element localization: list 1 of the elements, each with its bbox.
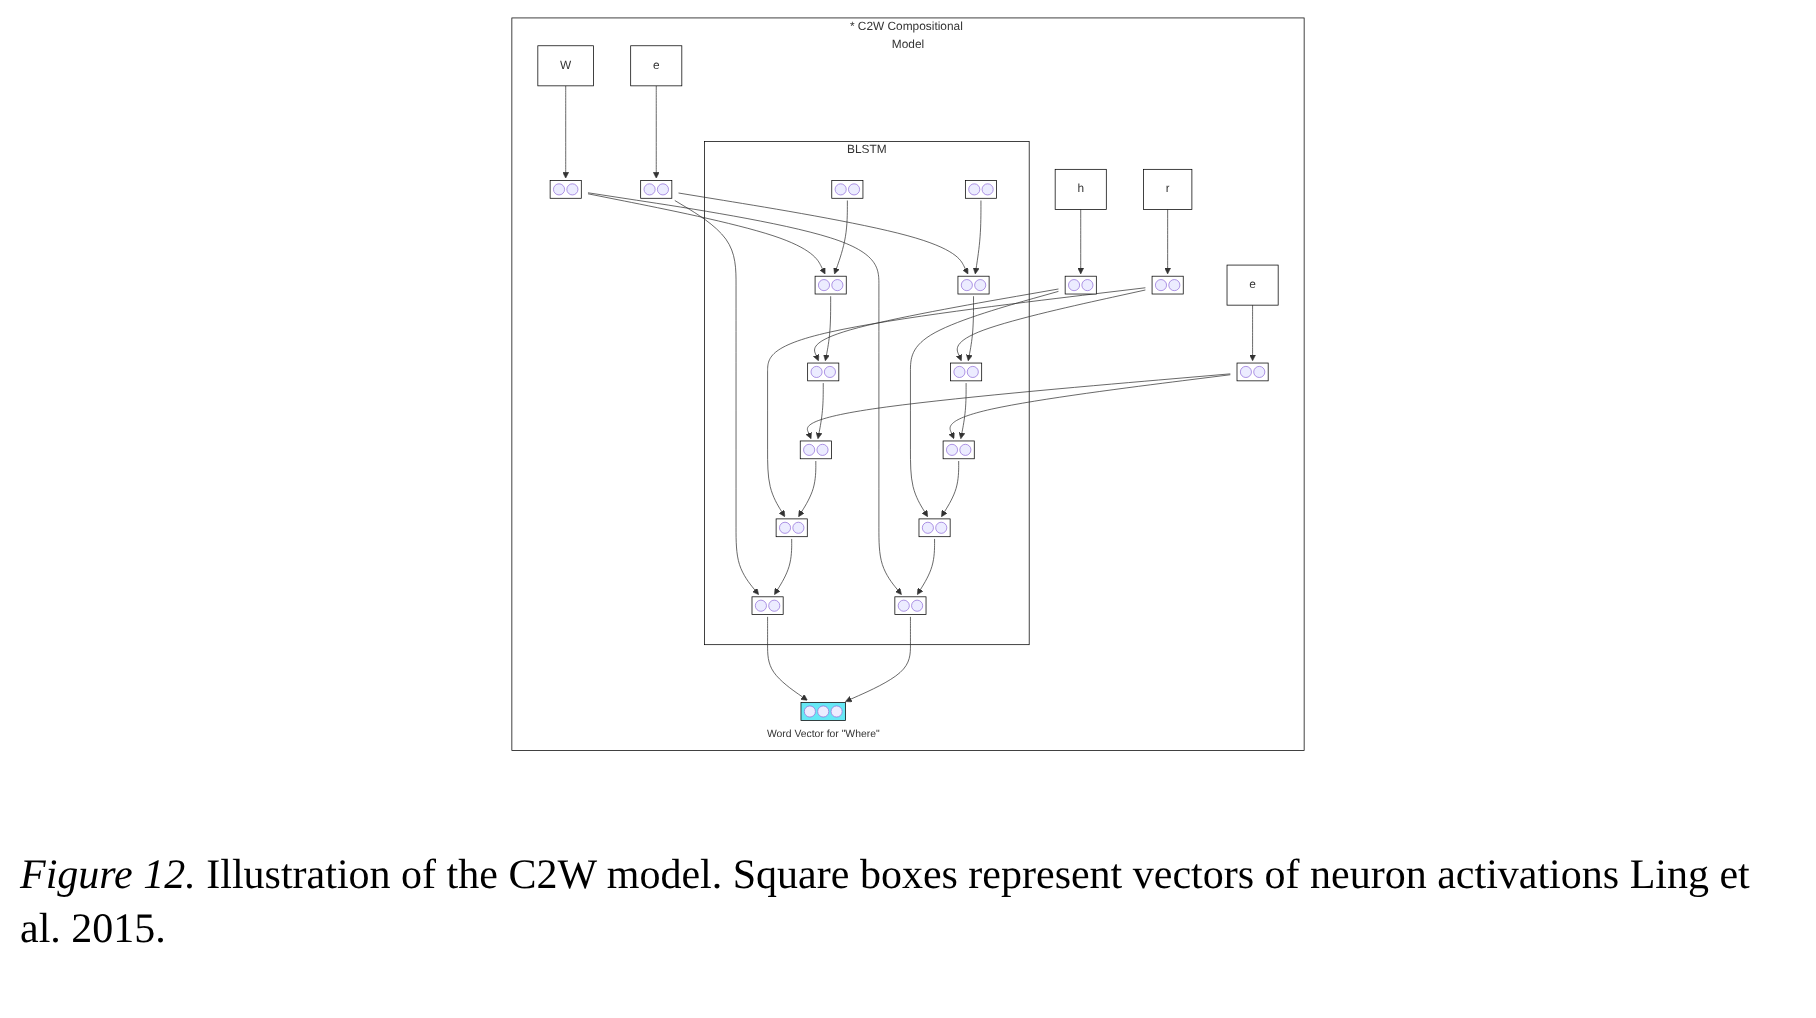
figure-caption: Figure 12. Illustration of the C2W model. Square boxes represent vectors of neuron activations Ling et al. 2015. (20, 848, 1752, 957)
